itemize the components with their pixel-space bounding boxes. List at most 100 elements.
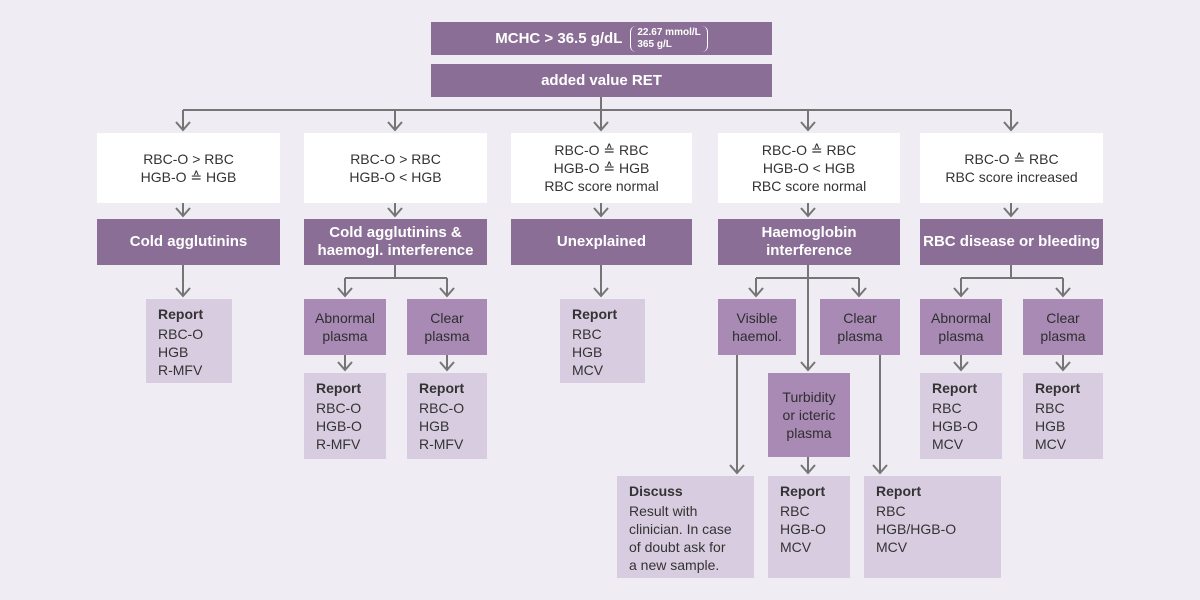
text-line: or icteric xyxy=(782,407,836,423)
header-title: MCHC > 36.5 g/dL xyxy=(495,29,623,47)
text-line: MCV xyxy=(1035,436,1067,452)
arrow-head xyxy=(1055,361,1071,372)
text-line: RBC-O > RBC xyxy=(350,151,441,167)
text-line: plasma xyxy=(837,328,883,344)
text-line: RBC xyxy=(1035,400,1065,416)
text-line: HGB-O ≙ HGB xyxy=(140,169,237,185)
diagnosis-rbc-disease-bleeding: RBC disease or bleeding xyxy=(920,219,1103,265)
text-line: Unexplained xyxy=(556,233,647,250)
text-line: RBC-O ≙ RBC xyxy=(761,142,857,158)
text-line: plasma xyxy=(424,328,470,344)
text-line: Abnormal xyxy=(315,310,375,326)
text-line: HGB-O < HGB xyxy=(349,169,442,185)
arrow-head xyxy=(1003,121,1019,132)
criteria-box-1: RBC-O > RBC HGB-O ≙ HGB xyxy=(97,133,280,203)
text-line: Clear xyxy=(843,310,877,326)
text-line: RBC score normal xyxy=(751,178,867,194)
report-box-2b: Report RBC-O HGB R-MFV xyxy=(407,373,487,459)
arrow-head xyxy=(387,121,403,132)
report-box-5a: Report RBC HGB-O MCV xyxy=(920,373,1002,459)
text-line: R-MFV xyxy=(419,436,464,452)
text-line: MCV xyxy=(780,539,812,555)
text-line: Report xyxy=(932,380,978,396)
header-subtitle: added value RET xyxy=(431,64,772,97)
header-unit-mmol: 22.67 mmol/L xyxy=(637,26,701,38)
text-line: HGB-O xyxy=(780,521,826,537)
text-line: interference xyxy=(766,242,852,259)
branch-clear-plasma-5: Clear plasma xyxy=(1023,299,1103,355)
text-line: MCV xyxy=(572,362,604,378)
report-box-2a: Report RBC-O HGB-O R-MFV xyxy=(304,373,386,459)
arrow-head xyxy=(337,287,353,298)
header-unit-gl: 365 g/L xyxy=(637,38,672,50)
text-line: HGB xyxy=(419,418,450,434)
branch-abnormal-plasma-2: Abnormal plasma xyxy=(304,299,386,355)
arrow-head xyxy=(800,121,816,132)
text-line: RBC disease or bleeding xyxy=(923,233,1100,250)
arrow-head xyxy=(175,121,191,132)
text-line: Clear xyxy=(430,310,464,326)
text-line: Turbidity xyxy=(782,389,836,405)
text-line: Cold agglutinins xyxy=(129,233,248,250)
arrow-head xyxy=(175,287,191,298)
arrow-head xyxy=(593,287,609,298)
text-line: RBC-O ≙ RBC xyxy=(964,151,1059,167)
text-line: RBC xyxy=(780,503,810,519)
text-line: plasma xyxy=(1040,328,1086,344)
text-line: Haemoglobin xyxy=(761,224,857,241)
report-box-unexplained: Report RBC HGB MCV xyxy=(560,299,645,383)
text-line: Report xyxy=(572,306,618,322)
text-line: RBC-O xyxy=(158,326,204,342)
arrow-head xyxy=(953,361,969,372)
branch-abnormal-plasma-5: Abnormal plasma xyxy=(920,299,1002,355)
report-box-4b: Report RBC HGB-O MCV xyxy=(768,476,850,578)
branch-visible-haemol: Visible haemol. xyxy=(718,299,796,355)
header-mchc: MCHC > 36.5 g/dL 22.67 mmol/L 365 g/L xyxy=(431,22,772,55)
text-line: RBC-O > RBC xyxy=(143,151,234,167)
arrow-head xyxy=(953,287,969,298)
report-box-cold-agglutinins: Report RBC-O HGB R-MFV xyxy=(146,299,232,383)
text-line: plasma xyxy=(938,328,984,344)
diagnosis-unexplained: Unexplained xyxy=(511,219,692,265)
text-line: Discuss xyxy=(629,483,683,499)
text-line: MCV xyxy=(932,436,964,452)
text-line: HGB/HGB-O xyxy=(876,521,957,537)
header-units: 22.67 mmol/L 365 g/L xyxy=(630,25,708,52)
arrow-head xyxy=(748,287,764,298)
text-line: Report xyxy=(876,483,922,499)
arrow-head xyxy=(851,287,867,298)
arrow-head xyxy=(175,207,191,218)
text-line: HGB xyxy=(1035,418,1066,434)
criteria-box-5: RBC-O ≙ RBC RBC score increased xyxy=(920,133,1103,203)
text-line: Abnormal xyxy=(931,310,991,326)
text-line: HGB-O xyxy=(316,418,362,434)
criteria-box-2: RBC-O > RBC HGB-O < HGB xyxy=(304,133,487,203)
arrow-head xyxy=(387,207,403,218)
text-line: HGB xyxy=(572,344,603,360)
report-box-5b: Report RBC HGB MCV xyxy=(1023,373,1103,459)
arrow-head xyxy=(593,121,609,132)
arrow-head xyxy=(1003,207,1019,218)
text-line: Report xyxy=(316,380,362,396)
arrow-head xyxy=(1055,287,1071,298)
text-line: R-MFV xyxy=(158,362,203,378)
text-line: RBC score normal xyxy=(544,178,659,194)
text-line: RBC score increased xyxy=(945,169,1078,185)
text-line: RBC-O xyxy=(419,400,465,416)
text-line: Result with xyxy=(629,503,698,519)
arrow-head xyxy=(872,464,888,475)
branch-clear-plasma-2: Clear plasma xyxy=(407,299,487,355)
diagnosis-haemoglobin-interference: Haemoglobin interference xyxy=(718,219,900,265)
text-line: Clear xyxy=(1046,310,1080,326)
text-line: plasma xyxy=(786,425,832,441)
text-line: HGB-O ≙ HGB xyxy=(553,160,650,176)
text-line: a new sample. xyxy=(629,557,720,573)
text-line: R-MFV xyxy=(316,436,361,452)
arrow-head xyxy=(800,207,816,218)
text-line: HGB xyxy=(158,344,189,360)
text-line: HGB-O < HGB xyxy=(762,160,856,176)
arrow-head xyxy=(593,207,609,218)
arrow-head xyxy=(729,464,745,475)
